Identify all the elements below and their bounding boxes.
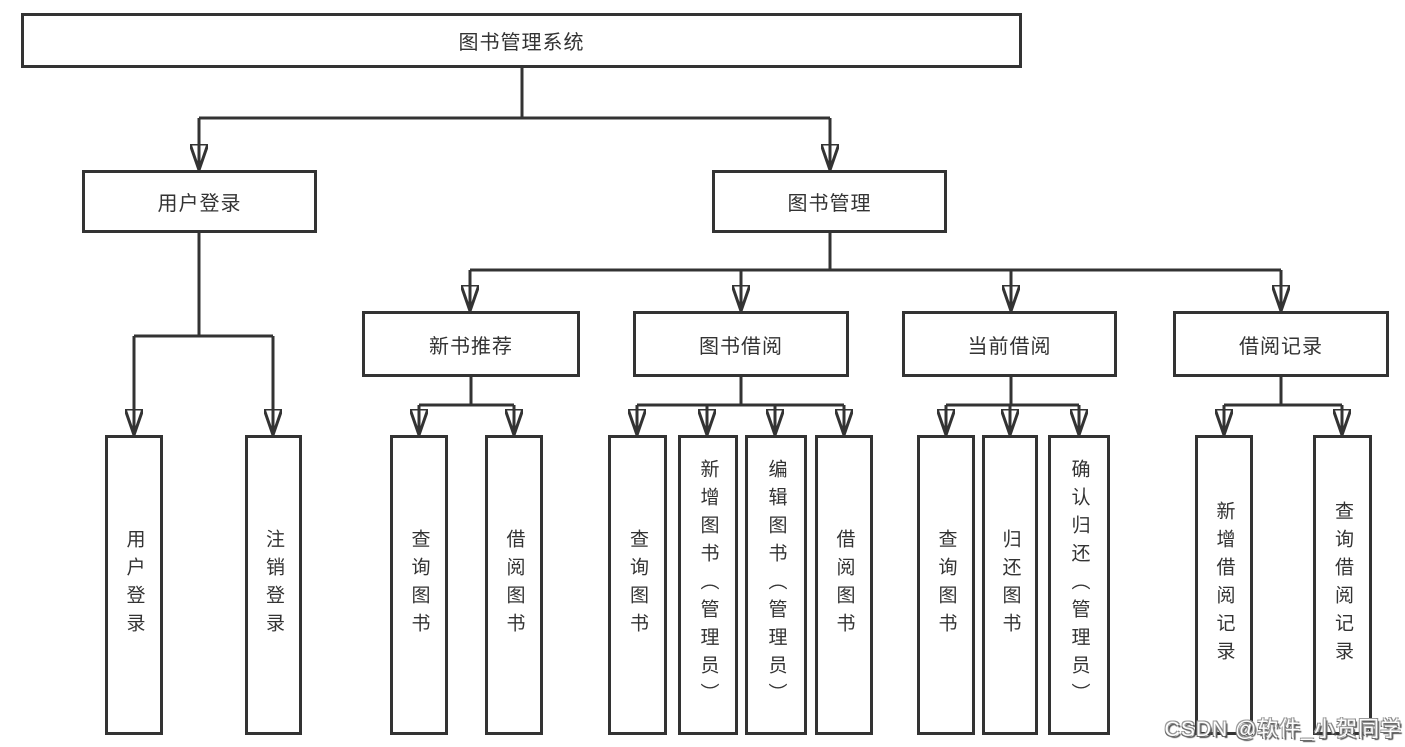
leaf-records-query: 查询借阅记录: [1313, 435, 1372, 735]
node-borrow-records: 借阅记录: [1173, 311, 1389, 377]
leaf-records-query-label: 查询借阅记录: [1332, 501, 1353, 669]
leaf-user-login-label: 用户登录: [123, 529, 145, 641]
leaf-newbooks-borrow-label: 借阅图书: [503, 529, 525, 641]
leaf-records-add: 新增借阅记录: [1195, 435, 1253, 735]
csdn-watermark: CSDN @软件_小贺同学: [1164, 718, 1402, 741]
leaf-logout: 注销登录: [245, 435, 302, 735]
leaf-newbooks-query-label: 查询图书: [408, 529, 430, 641]
leaf-borrow-edit: 编辑图书（管理员）: [745, 435, 807, 735]
leaf-current-query: 查询图书: [917, 435, 975, 735]
leaf-borrow-query-label: 查询图书: [627, 529, 648, 641]
leaf-newbooks-query: 查询图书: [390, 435, 448, 735]
leaf-current-return-label: 归还图书: [999, 529, 1021, 641]
leaf-borrow-query: 查询图书: [608, 435, 667, 735]
leaf-current-confirm-return: 确认归还（管理员）: [1048, 435, 1110, 735]
node-book-management: 图书管理: [712, 170, 947, 233]
node-user-login: 用户登录: [82, 170, 317, 233]
leaf-current-query-label: 查询图书: [935, 529, 957, 641]
node-root: 图书管理系统: [21, 13, 1022, 68]
leaf-logout-label: 注销登录: [263, 529, 284, 641]
leaf-current-return: 归还图书: [982, 435, 1038, 735]
leaf-newbooks-borrow: 借阅图书: [485, 435, 543, 735]
leaf-borrow-add: 新增图书（管理员）: [678, 435, 738, 735]
leaf-records-add-label: 新增借阅记录: [1213, 501, 1235, 669]
node-current-borrow: 当前借阅: [902, 311, 1117, 377]
leaf-user-login: 用户登录: [105, 435, 163, 735]
leaf-borrow-borrow: 借阅图书: [815, 435, 873, 735]
node-book-borrow: 图书借阅: [633, 311, 849, 377]
node-new-book-recommend: 新书推荐: [362, 311, 580, 377]
leaf-borrow-add-label: 新增图书（管理员）: [697, 459, 719, 711]
leaf-current-confirm-return-label: 确认归还（管理员）: [1068, 459, 1090, 711]
leaf-borrow-edit-label: 编辑图书（管理员）: [765, 459, 787, 711]
leaf-borrow-borrow-label: 借阅图书: [833, 529, 855, 641]
